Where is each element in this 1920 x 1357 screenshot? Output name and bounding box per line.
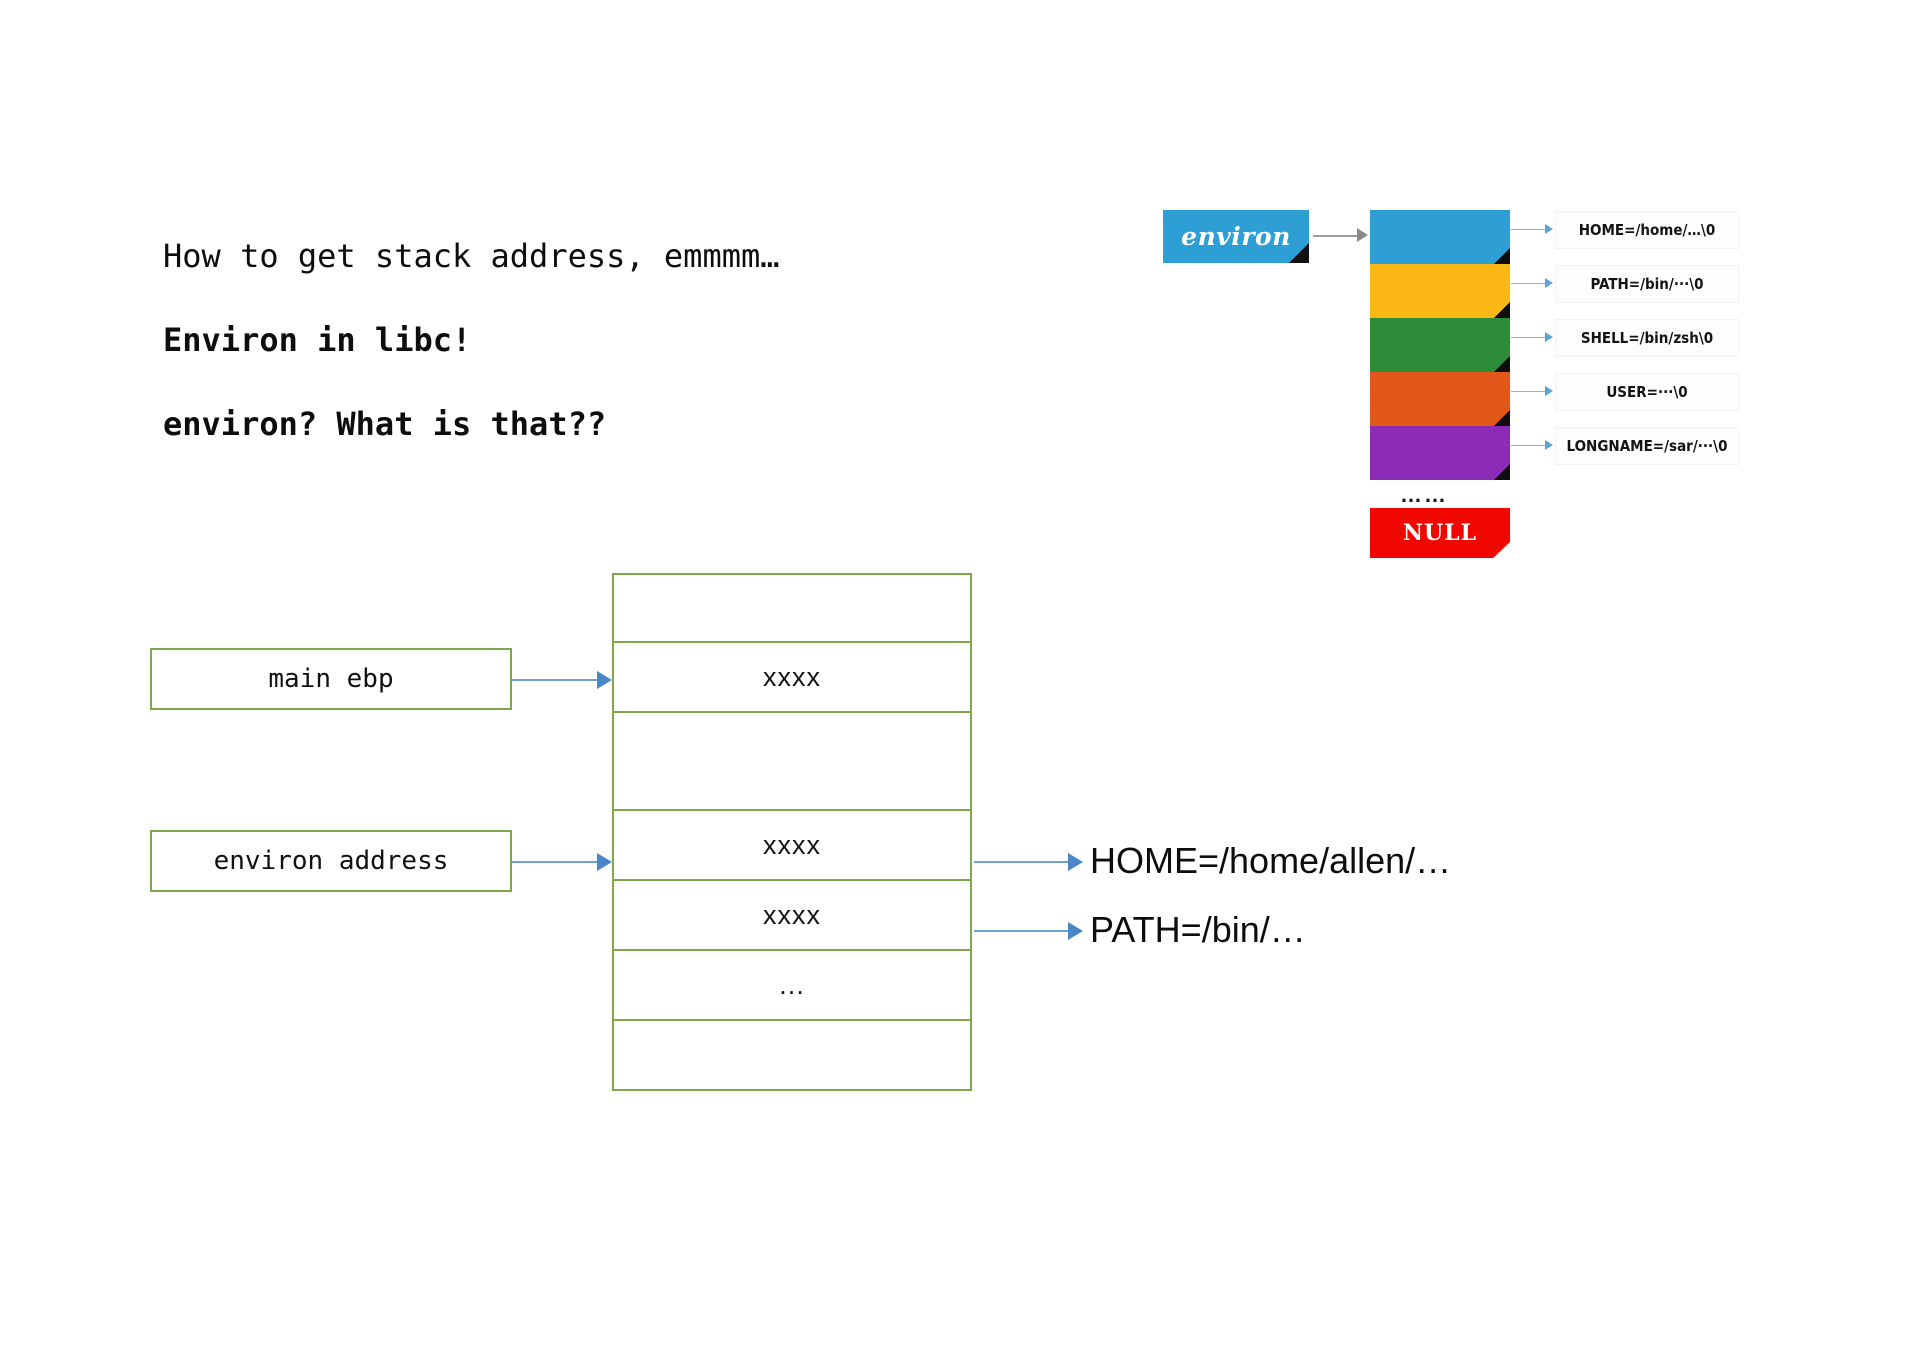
folded-corner-icon xyxy=(1494,302,1510,318)
label-box-environ-address: environ address xyxy=(150,830,512,892)
env-string-label-path: PATH=/bin/···\0 xyxy=(1555,265,1739,303)
environ-array-ellipsis: …… xyxy=(1400,482,1448,507)
folded-corner-icon xyxy=(1494,356,1510,372)
stack-row: xxxx xyxy=(614,811,970,881)
stack-row xyxy=(614,713,970,811)
label-box-environ-address-text: environ address xyxy=(213,846,449,876)
environ-array-cell xyxy=(1370,318,1510,372)
label-box-main-ebp-text: main ebp xyxy=(268,664,394,694)
arrow-head-icon xyxy=(1545,224,1553,234)
label-box-main-ebp: main ebp xyxy=(150,648,512,710)
stack-row xyxy=(614,1021,970,1089)
arrow-line xyxy=(1511,391,1547,392)
environ-array-cell xyxy=(1370,426,1510,480)
arrow-line xyxy=(1511,337,1547,338)
text-line-environ-in-libc: Environ in libc! xyxy=(163,321,472,359)
slide-text-block: How to get stack address, emmmm… Environ… xyxy=(163,240,923,440)
arrow-head-icon xyxy=(1545,386,1553,396)
environ-null-label: NULL xyxy=(1402,520,1478,546)
environ-array-cell xyxy=(1370,264,1510,318)
arrow-line xyxy=(974,930,1070,932)
env-string-label-home: HOME=/home/…\0 xyxy=(1555,211,1739,249)
env-string-label-shell: SHELL=/bin/zsh\0 xyxy=(1555,319,1739,357)
arrow-head-icon xyxy=(597,853,612,871)
env-string-path: PATH=/bin/… xyxy=(1090,909,1306,950)
arrow-line xyxy=(512,679,598,681)
env-string-home: HOME=/home/allen/… xyxy=(1090,840,1452,881)
stack-row: … xyxy=(614,951,970,1021)
arrow-head-icon xyxy=(1068,922,1083,940)
folded-corner-icon xyxy=(1494,410,1510,426)
stack-row: xxxx xyxy=(614,881,970,951)
arrow-head-icon xyxy=(1545,278,1553,288)
env-string-label-longname: LONGNAME=/sar/···\0 xyxy=(1555,427,1739,465)
folded-corner-icon xyxy=(1494,248,1510,264)
stack-row xyxy=(614,575,970,643)
env-string-label-user: USER=···\0 xyxy=(1555,373,1739,411)
environ-array-null-terminator: NULL xyxy=(1370,508,1510,558)
environ-pointer-array xyxy=(1370,210,1510,480)
folded-corner-icon xyxy=(1289,243,1309,263)
arrow-line xyxy=(1511,283,1547,284)
text-line-environ-what-is-that: environ? What is that?? xyxy=(163,405,607,443)
arrow-head-icon xyxy=(1545,440,1553,450)
folded-corner-icon xyxy=(1494,464,1510,480)
environ-figure: environ …… NULL HOME=/home/…\0 PATH=/bin… xyxy=(1155,190,1739,640)
arrow-head-icon xyxy=(1068,853,1083,871)
arrow-head-icon xyxy=(1545,332,1553,342)
arrow-line-environ-to-array xyxy=(1313,235,1359,237)
arrow-line xyxy=(512,861,598,863)
environ-array-cell xyxy=(1370,210,1510,264)
stack-row: xxxx xyxy=(614,643,970,713)
arrow-head-icon xyxy=(597,671,612,689)
environ-pointer-chip-label: environ xyxy=(1181,222,1291,251)
text-line-how-to-get-stack-address: How to get stack address, emmmm… xyxy=(163,237,780,275)
environ-array-cell xyxy=(1370,372,1510,426)
arrow-line xyxy=(1511,445,1547,446)
arrow-line xyxy=(974,861,1070,863)
stack-table: xxxx xxxx xxxx … xyxy=(612,573,972,1091)
arrow-head-icon xyxy=(1357,228,1368,242)
arrow-line xyxy=(1511,229,1547,230)
environ-pointer-chip: environ xyxy=(1163,210,1309,263)
